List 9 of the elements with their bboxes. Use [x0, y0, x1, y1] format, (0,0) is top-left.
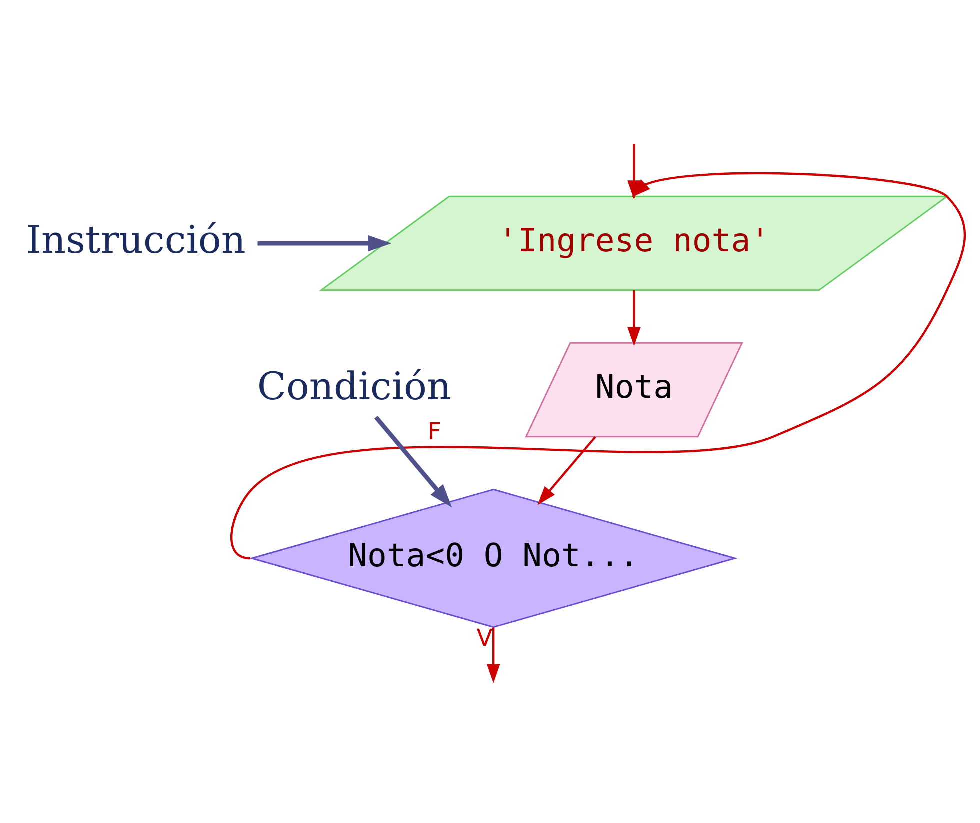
- edge-label: F: [428, 417, 442, 446]
- arrow: [486, 627, 500, 683]
- arrow: [258, 234, 392, 252]
- arrow: [628, 290, 641, 346]
- arrow: [538, 436, 596, 505]
- node-text: Condición: [257, 364, 452, 408]
- node-text: Instrucción: [26, 217, 246, 262]
- node-diamond: Nota<0 O Not...: [249, 488, 738, 628]
- arrow: [374, 415, 452, 508]
